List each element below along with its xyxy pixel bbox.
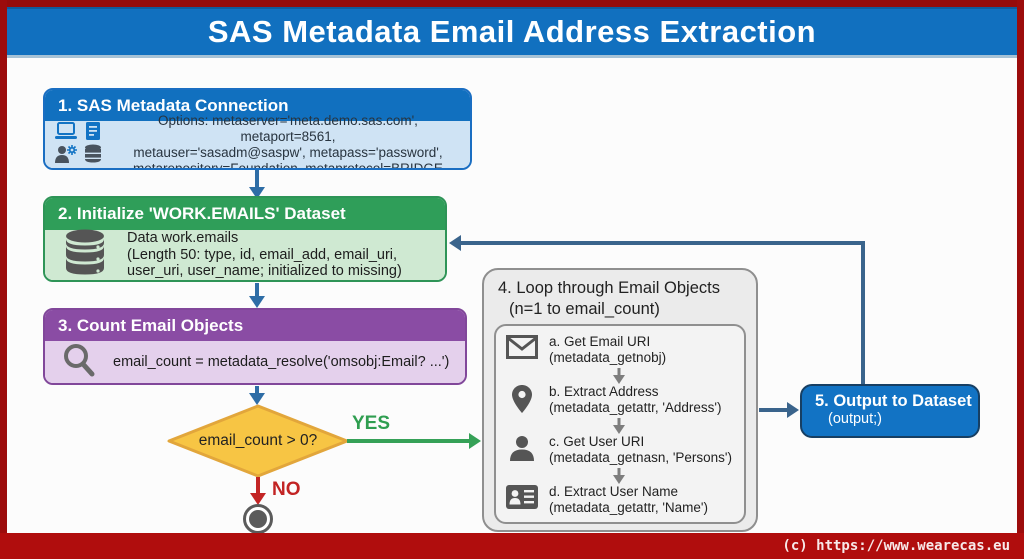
copyright-url: (c) https://www.wearecas.eu <box>782 538 1010 554</box>
connection-line1: Options: metaserver='meta.demo.sas.com',… <box>158 112 418 144</box>
no-branch-label: NO <box>272 479 301 500</box>
loop-a-line1: a. Get Email URI <box>549 334 651 349</box>
loop-b-line1: b. Extract Address <box>549 384 659 399</box>
loop-c-line2: (metadata_getnasn, 'Persons') <box>549 450 733 465</box>
end-terminator <box>243 504 273 534</box>
document-icon <box>85 121 101 146</box>
step-sas-metadata-connection: 1. SAS Metadata Connection Options: meta… <box>43 88 472 170</box>
loop-b-line2: (metadata_getattr, 'Address') <box>549 400 722 415</box>
location-pin-icon <box>504 384 540 413</box>
loop-arrow-a-b <box>612 368 626 389</box>
loop-step-get-user-uri: c. Get User URI (metadata_getnasn, 'Pers… <box>504 434 740 466</box>
loop-d-line2: (metadata_getattr, 'Name') <box>549 500 708 515</box>
frame-border-left <box>0 0 7 559</box>
loop-step-get-email-uri: a. Get Email URI (metadata_getnobj) <box>504 334 740 366</box>
step3-header: 3. Count Email Objects <box>45 310 465 341</box>
initialize-dataset-text: Data work.emails (Length 50: type, id, e… <box>127 230 439 280</box>
page-title: SAS Metadata Email Address Extraction <box>207 14 817 49</box>
database-icon <box>63 229 107 281</box>
loop-steps-panel: a. Get Email URI (metadata_getnobj) b. E… <box>494 324 746 524</box>
step-count-email-objects: 3. Count Email Objects email_count = met… <box>43 308 467 385</box>
decision-label: email_count > 0? <box>198 432 318 449</box>
initialize-line1: Data work.emails <box>127 230 239 247</box>
title-bar: SAS Metadata Email Address Extraction <box>7 7 1017 58</box>
loop-a-line2: (metadata_getnobj) <box>549 350 667 365</box>
output-line2: (output;) <box>828 411 882 427</box>
connection-icon-cluster <box>53 121 106 169</box>
initialize-line2: (Length 50: type, id, email_add, email_u… <box>127 246 398 263</box>
magnifier-icon <box>61 342 97 383</box>
loop-title: 4. Loop through Email Objects (n=1 to em… <box>498 278 720 320</box>
step-output-to-dataset: 5. Output to Dataset (output;) <box>800 384 980 438</box>
loop-step-extract-user-name: d. Extract User Name (metadata_getattr, … <box>504 484 740 516</box>
loop-arrow-b-c <box>612 418 626 439</box>
step2-header: 2. Initialize 'WORK.EMAILS' Dataset <box>45 198 445 230</box>
connection-options-text: Options: metaserver='meta.demo.sas.com',… <box>112 112 464 170</box>
loop-title-line2: (n=1 to email_count) <box>509 300 660 318</box>
laptop-icon <box>54 121 78 146</box>
id-card-icon <box>504 484 540 509</box>
end-terminator-dot <box>249 510 267 528</box>
loop-title-line1: 4. Loop through Email Objects <box>498 279 720 297</box>
count-code-text: email_count = metadata_resolve('omsobj:E… <box>113 354 450 370</box>
output-line1: 5. Output to Dataset <box>815 392 972 410</box>
connection-line2: metauser='sasadm@saspw', metapass='passw… <box>133 144 443 160</box>
envelope-icon <box>504 334 540 359</box>
loop-arrow-c-d <box>612 468 626 489</box>
database-icon-small <box>83 144 103 169</box>
person-icon <box>504 434 540 461</box>
initialize-line3: user_uri, user_name; initialized to miss… <box>127 263 402 280</box>
person-gear-icon <box>54 144 78 169</box>
frame-border-right <box>1017 0 1024 559</box>
step1-header: 1. SAS Metadata Connection <box>45 90 470 121</box>
step-initialize-dataset: 2. Initialize 'WORK.EMAILS' Dataset Data… <box>43 196 447 282</box>
footer-band: (c) https://www.wearecas.eu <box>0 533 1024 559</box>
connection-line3: metarepository=Foundation, metaprotocol=… <box>133 160 443 170</box>
frame-border-top <box>0 0 1024 7</box>
loop-c-line1: c. Get User URI <box>549 434 645 449</box>
loop-step-extract-address: b. Extract Address (metadata_getattr, 'A… <box>504 384 740 416</box>
loop-d-line1: d. Extract User Name <box>549 484 679 499</box>
yes-branch-label: YES <box>352 413 391 434</box>
step-loop-email-objects: 4. Loop through Email Objects (n=1 to em… <box>482 268 758 532</box>
